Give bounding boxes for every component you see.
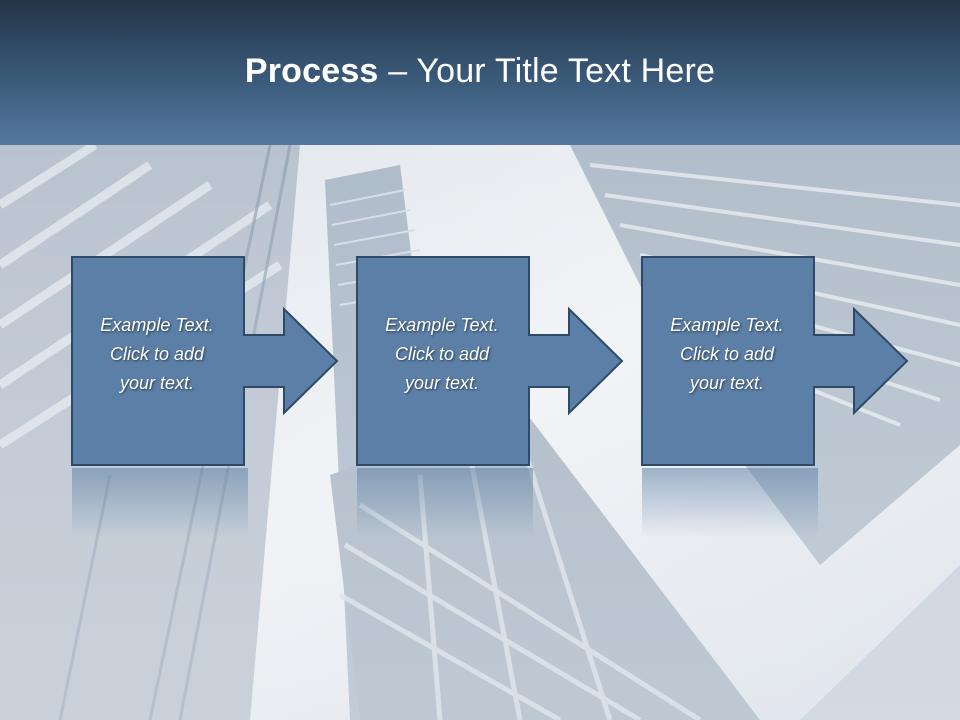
step-2-reflection: [357, 468, 533, 538]
step-1-text: Example Text. Click to add your text.: [71, 311, 243, 398]
step-3-reflection: [642, 468, 818, 538]
step-1-reflection: [72, 468, 248, 538]
step-2-line-1: Example Text.: [385, 315, 499, 335]
background-photo: [0, 145, 960, 720]
step-2-line-2: Click to add: [394, 344, 490, 364]
arrow-callout-shape: [356, 256, 624, 466]
step-3-line-3: your text.: [689, 373, 765, 393]
step-2-text: Example Text. Click to add your text.: [356, 311, 528, 398]
step-1-line-3: your text.: [119, 373, 195, 393]
process-step-1[interactable]: Example Text. Click to add your text.: [71, 256, 339, 466]
step-3-text: Example Text. Click to add your text.: [641, 311, 813, 398]
title-bold: Process: [244, 52, 379, 90]
title-bar: [0, 0, 960, 145]
step-3-line-1: Example Text.: [670, 315, 784, 335]
step-1-line-1: Example Text.: [100, 315, 214, 335]
process-step-3[interactable]: Example Text. Click to add your text.: [641, 256, 909, 466]
process-step-2[interactable]: Example Text. Click to add your text.: [356, 256, 624, 466]
step-2-line-3: your text.: [404, 373, 480, 393]
step-1-line-2: Click to add: [109, 344, 205, 364]
title-rest: – Your Title Text Here: [378, 52, 716, 90]
slide-title[interactable]: Process – Your Title Text Here: [0, 52, 960, 91]
arrow-callout-shape: [641, 256, 909, 466]
arrow-callout-shape: [71, 256, 339, 466]
step-3-line-2: Click to add: [679, 344, 775, 364]
